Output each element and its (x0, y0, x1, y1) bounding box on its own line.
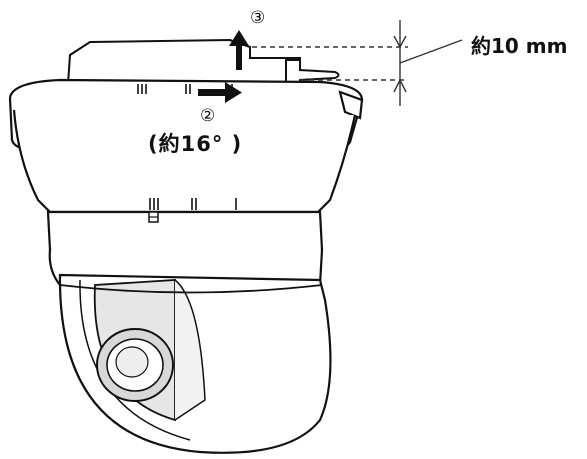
step-3-label: ③ (250, 8, 266, 28)
dimension-arrows-icon (252, 20, 463, 106)
right-arrow-icon (198, 82, 242, 103)
step-2-label: ② (200, 106, 216, 126)
lift-distance-label: 約10 mm (471, 34, 568, 58)
camera-dome (58, 273, 332, 454)
up-arrow-icon (229, 30, 249, 70)
camera-housing (8, 78, 364, 294)
alignment-marks (137, 84, 237, 210)
rotation-angle-label: (約16° ) (148, 132, 243, 156)
